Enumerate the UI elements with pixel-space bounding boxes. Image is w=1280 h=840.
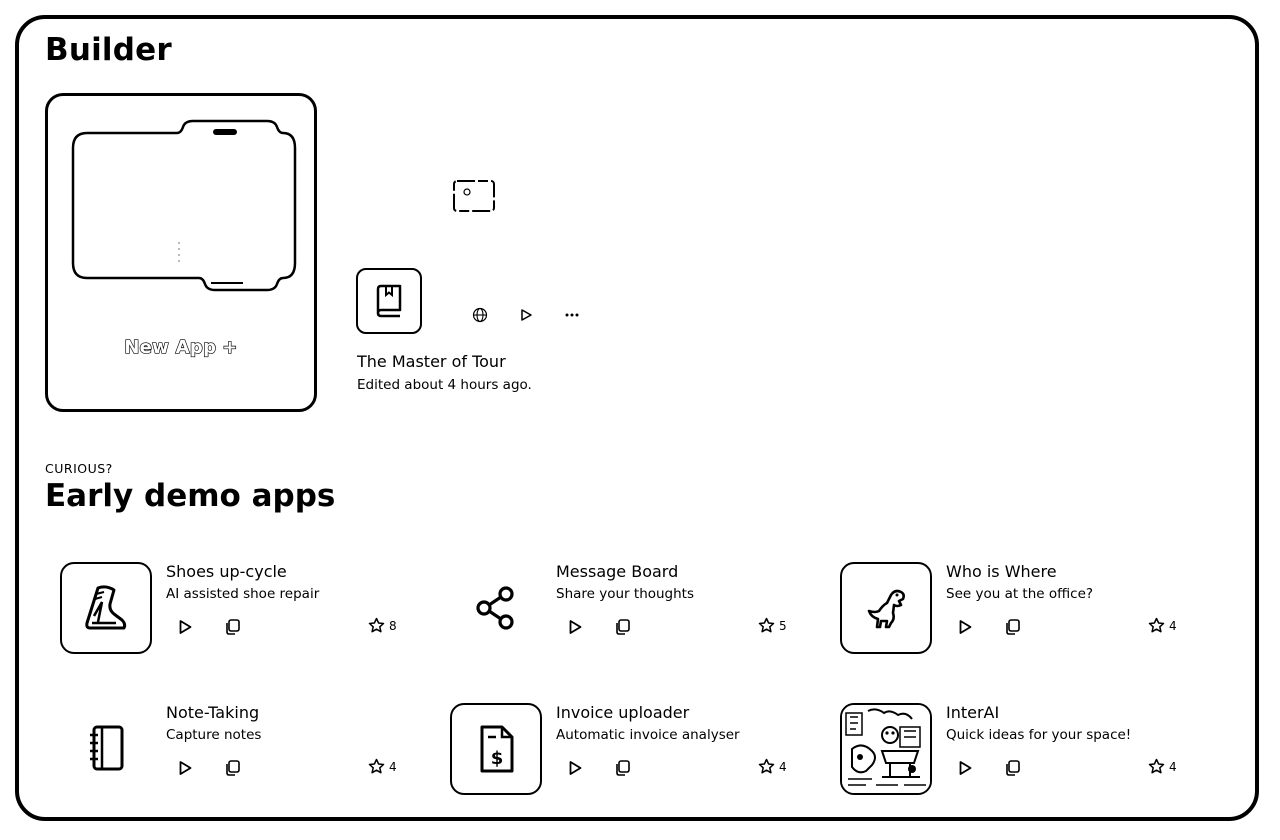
app-thumbnail: $: [450, 703, 542, 795]
copy-icon: [226, 760, 240, 776]
play-icon: [569, 761, 582, 775]
app-thumbnail: [60, 562, 152, 654]
copy-app-button[interactable]: [1001, 616, 1023, 638]
app-title[interactable]: InterAI: [946, 703, 1000, 722]
copy-app-button[interactable]: [611, 757, 633, 779]
run-project-button[interactable]: [516, 305, 536, 325]
demo-apps-heading: Early demo apps: [45, 478, 336, 514]
demo-app-card[interactable]: Who is Where See you at the office? 4: [840, 562, 1200, 657]
play-icon: [179, 761, 192, 775]
copy-app-button[interactable]: [221, 757, 243, 779]
star-icon: [758, 758, 775, 774]
star-icon: [758, 617, 775, 633]
copy-icon: [226, 619, 240, 635]
app-thumbnail: [840, 703, 932, 795]
app-title[interactable]: Invoice uploader: [556, 703, 690, 722]
share-icon: [476, 586, 514, 630]
app-window: [15, 15, 1259, 821]
app-description: Quick ideas for your space!: [946, 727, 1132, 743]
illustration-icon: [842, 705, 930, 793]
more-options-button[interactable]: [562, 305, 582, 325]
demo-app-card[interactable]: $ Invoice uploader Automatic invoice ana…: [450, 703, 810, 798]
star-icon: [368, 617, 385, 633]
star-count-value: 4: [1169, 759, 1177, 774]
project-title[interactable]: The Master of Tour: [357, 352, 506, 371]
new-app-card[interactable]: New App+: [45, 93, 317, 412]
app-description: Share your thoughts: [556, 586, 695, 602]
star-count-value: 5: [779, 618, 787, 633]
demo-app-card[interactable]: Shoes up-cycle AI assisted shoe repair 8: [60, 562, 420, 657]
app-title[interactable]: Message Board: [556, 562, 679, 581]
app-thumbnail: [450, 562, 542, 654]
project-icon[interactable]: [356, 268, 422, 334]
play-icon: [521, 309, 532, 321]
app-title[interactable]: Shoes up-cycle: [166, 562, 287, 581]
copy-app-button[interactable]: [1001, 757, 1023, 779]
more-icon: [565, 313, 579, 317]
star-count[interactable]: 5: [758, 617, 787, 634]
project-edited-time: Edited about 4 hours ago.: [357, 377, 532, 393]
app-thumbnail: [60, 703, 152, 795]
copy-icon: [1006, 760, 1020, 776]
star-count-value: 4: [1169, 618, 1177, 633]
copy-icon: [616, 619, 630, 635]
app-title[interactable]: Who is Where: [946, 562, 1057, 581]
copy-icon: [616, 760, 630, 776]
play-icon: [959, 761, 972, 775]
star-count[interactable]: 4: [368, 758, 397, 775]
run-app-button[interactable]: [564, 757, 586, 779]
run-app-button[interactable]: [174, 757, 196, 779]
star-count[interactable]: 4: [1148, 617, 1177, 634]
shoe-icon: [85, 585, 127, 630]
copy-app-button[interactable]: [611, 616, 633, 638]
app-description: See you at the office?: [946, 586, 1094, 602]
app-title[interactable]: Note-Taking: [166, 703, 260, 722]
plus-icon: +: [222, 336, 238, 358]
star-icon: [368, 758, 385, 774]
invoice-icon: $: [480, 725, 514, 773]
image-placeholder-icon: [453, 180, 495, 212]
play-icon: [179, 620, 192, 634]
run-app-button[interactable]: [174, 616, 196, 638]
app-thumbnail: [840, 562, 932, 654]
star-count-value: 8: [389, 618, 397, 633]
svg-text:$: $: [491, 748, 504, 769]
star-icon: [1148, 617, 1165, 633]
new-app-label: New App+: [124, 336, 238, 358]
run-app-button[interactable]: [564, 616, 586, 638]
book-icon: [376, 284, 402, 318]
demo-app-card[interactable]: Message Board Share your thoughts 5: [450, 562, 810, 657]
builder-heading: Builder: [45, 32, 172, 68]
app-description: AI assisted shoe repair: [166, 586, 320, 602]
copy-app-button[interactable]: [221, 616, 243, 638]
phone-landscape-icon: [71, 119, 297, 292]
star-count[interactable]: 4: [758, 758, 787, 775]
demo-app-card[interactable]: Note-Taking Capture notes 4: [60, 703, 420, 798]
run-app-button[interactable]: [954, 757, 976, 779]
demo-app-card[interactable]: InterAI Quick ideas for your space! 4: [840, 703, 1200, 798]
globe-icon: [472, 307, 488, 323]
star-count[interactable]: 8: [368, 617, 397, 634]
copy-icon: [1006, 619, 1020, 635]
app-description: Capture notes: [166, 727, 262, 743]
play-icon: [569, 620, 582, 634]
star-icon: [1148, 758, 1165, 774]
app-description: Automatic invoice analyser: [556, 727, 740, 743]
star-count-value: 4: [389, 759, 397, 774]
star-count[interactable]: 4: [1148, 758, 1177, 775]
notebook-icon: [90, 725, 124, 771]
dinosaur-icon: [867, 589, 905, 629]
publish-button[interactable]: [470, 305, 490, 325]
run-app-button[interactable]: [954, 616, 976, 638]
section-kicker: CURIOUS?: [45, 461, 113, 476]
star-count-value: 4: [779, 759, 787, 774]
play-icon: [959, 620, 972, 634]
